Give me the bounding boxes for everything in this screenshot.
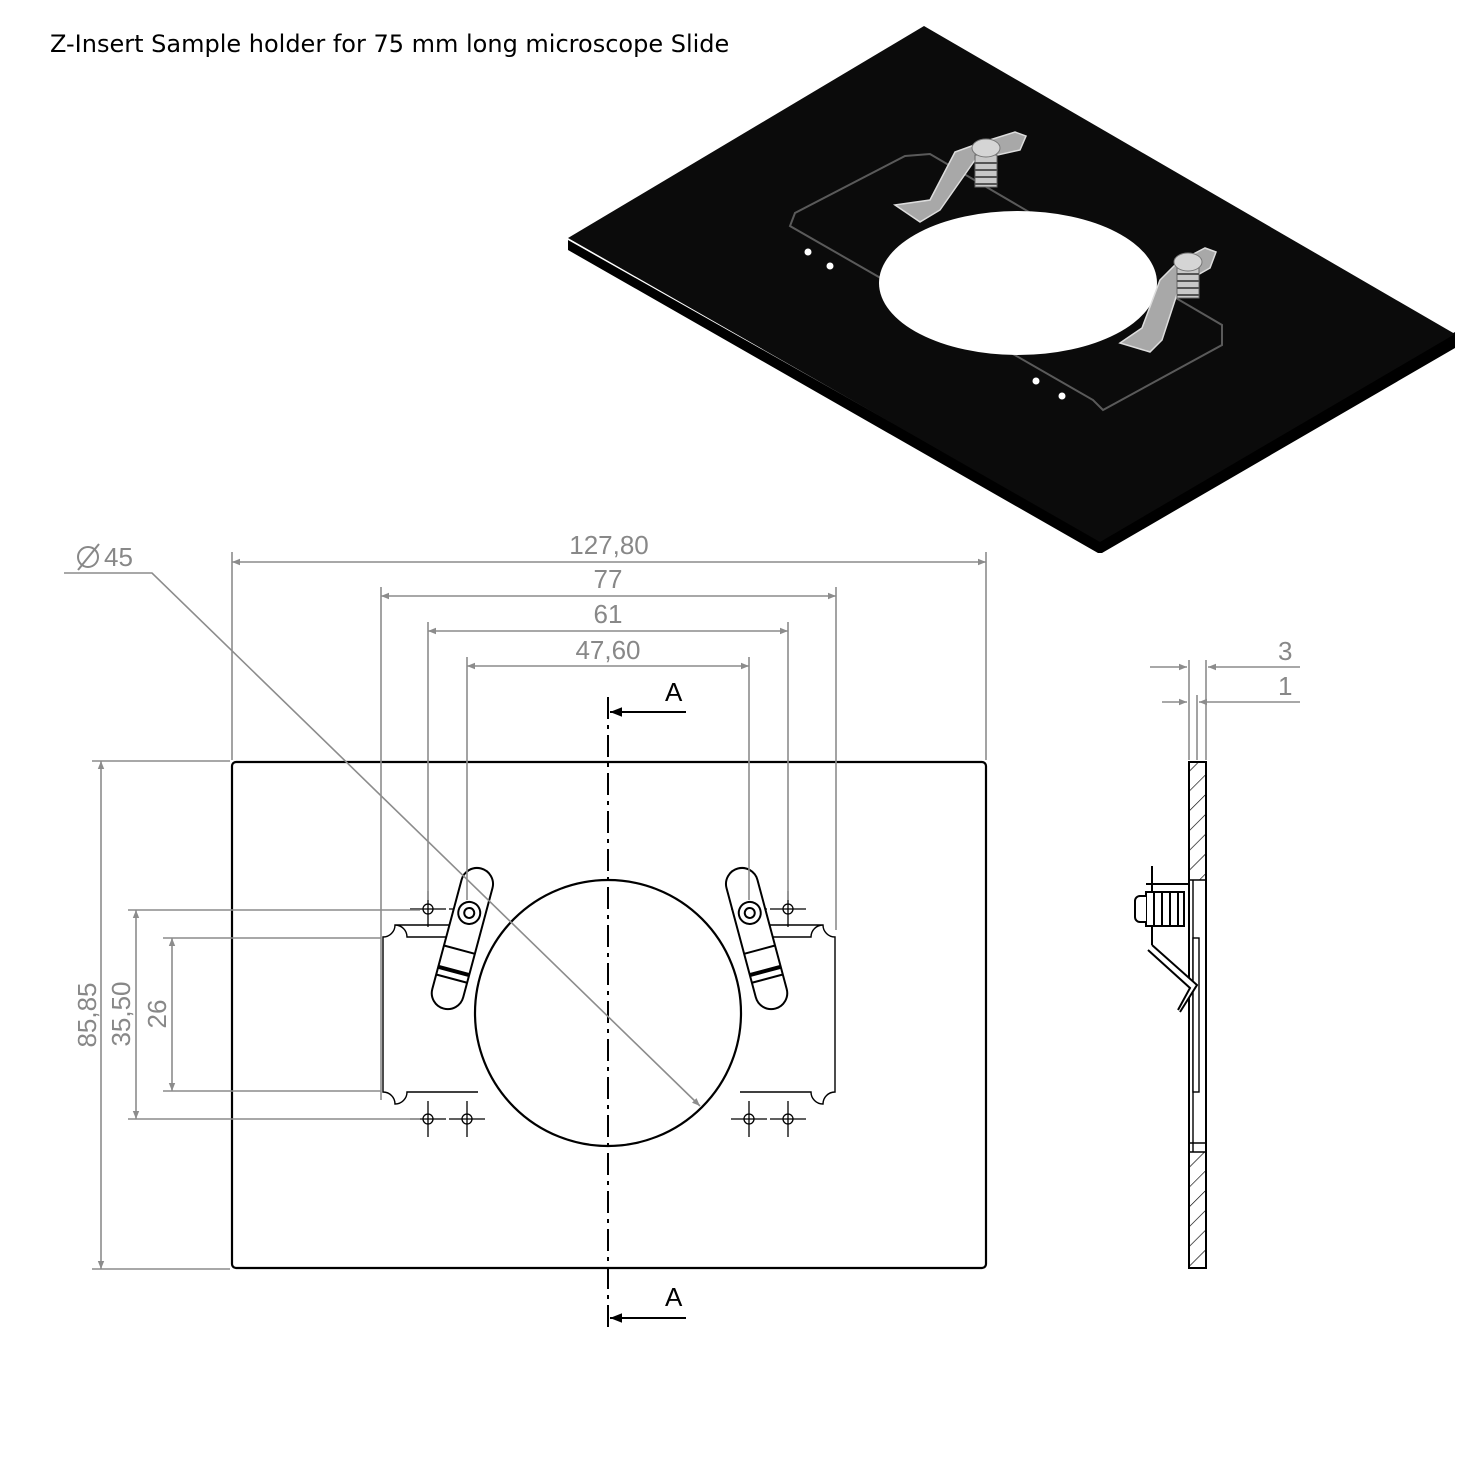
dim-61: 61: [594, 599, 623, 629]
spring-clip-2: [1118, 247, 1217, 353]
isometric-view: [568, 26, 1455, 553]
dim-127-80: 127,80: [569, 530, 649, 560]
plate-side-face: [568, 240, 1455, 553]
dim-3: 3: [1278, 636, 1292, 666]
front-view: A A: [230, 677, 988, 1332]
aperture-hole: [879, 211, 1157, 355]
dim-1: 1: [1278, 671, 1292, 701]
dimensions: 127,80 77 61 47,60 85,85 35,50 26 45: [64, 530, 987, 1270]
drawing-title: Z-Insert Sample holder for 75 mm long mi…: [50, 30, 730, 58]
slot-outline-2d: [382, 924, 836, 1105]
dim-35-50: 35,50: [106, 981, 136, 1046]
dim-47-60: 47,60: [575, 635, 640, 665]
dim-85-85: 85,85: [72, 982, 102, 1047]
clip-section: [1134, 866, 1199, 1013]
section-view: 3 1: [1134, 636, 1300, 1269]
dim-77: 77: [594, 564, 623, 594]
diameter-leader: [64, 572, 701, 1107]
section-label-top: A: [665, 677, 683, 707]
dim-26: 26: [142, 1000, 172, 1029]
spring-clip-1: [892, 131, 1028, 223]
section-label-bottom: A: [665, 1282, 683, 1312]
slot-outline: [788, 152, 1223, 412]
clip-plan-right: [724, 866, 789, 1011]
clip-plan-left: [430, 866, 495, 1011]
dim-diameter-45: 45: [104, 542, 133, 572]
diameter-icon: [77, 543, 100, 571]
